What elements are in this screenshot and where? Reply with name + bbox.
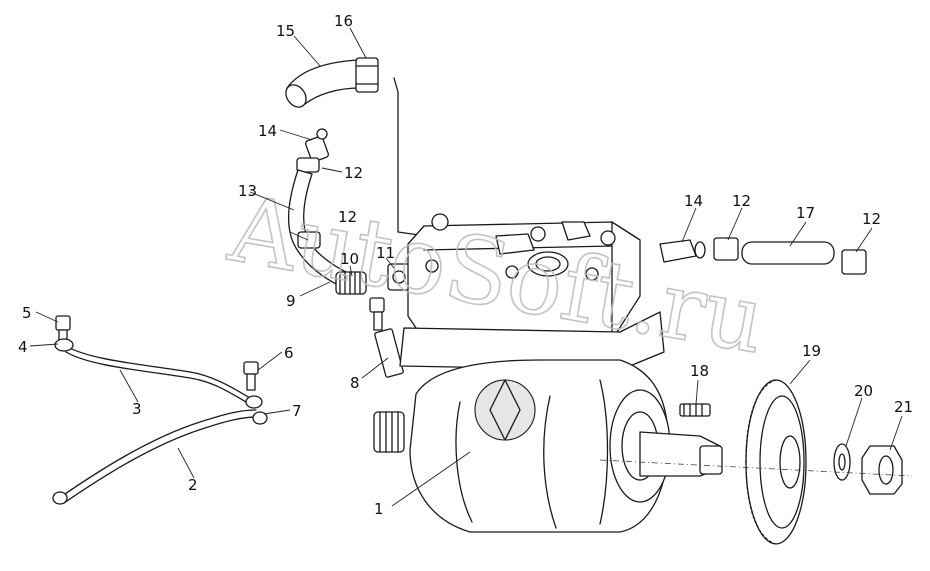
part-12-clamp-mid [713, 237, 739, 261]
callout-3: 3 [132, 400, 142, 418]
callout-7: 7 [292, 402, 302, 420]
part-8-connector [369, 297, 404, 378]
callout-17: 17 [796, 204, 815, 222]
callout-6: 6 [284, 344, 294, 362]
callout-labels: 1 2 3 4 5 6 7 8 9 10 11 12 12 13 14 15 1… [18, 12, 913, 518]
callout-9: 9 [286, 292, 296, 310]
shaft-axis-line [599, 459, 913, 477]
callout-14-right: 14 [684, 192, 703, 210]
callout-20: 20 [854, 382, 873, 400]
callout-5: 5 [22, 304, 32, 322]
part-12-clamp-lower [297, 231, 321, 249]
part-4-washer [54, 338, 74, 352]
callout-15: 15 [276, 22, 295, 40]
cylinder-head [399, 213, 665, 371]
part-16-clamp [355, 57, 379, 93]
callout-2: 2 [188, 476, 198, 494]
part-14-fitting-left [304, 128, 330, 163]
part-15-hose [285, 59, 361, 108]
part-19-gear [745, 379, 807, 545]
crankshaft-stub [639, 431, 723, 477]
part-6-bolt [243, 361, 259, 391]
callout-19: 19 [802, 342, 821, 360]
leader-lines [29, 27, 903, 507]
callout-13: 13 [238, 182, 257, 200]
callout-16: 16 [334, 12, 353, 30]
part-5-bolt [55, 315, 71, 341]
part-17-tube [741, 241, 835, 265]
callout-12-right: 12 [862, 210, 881, 228]
part-18-bolt [679, 403, 711, 417]
part-21-nut [861, 445, 903, 495]
part-3-pipe [65, 345, 251, 403]
callout-8: 8 [350, 374, 360, 392]
callout-18: 18 [690, 362, 709, 380]
callout-4: 4 [18, 338, 28, 356]
part-7-fitting [245, 395, 268, 425]
callout-11: 11 [376, 244, 395, 262]
part-12-clamp-upper [296, 157, 320, 173]
part-2-pipe [52, 409, 259, 505]
part-1-compressor-body [373, 359, 671, 533]
part-11-banjo [387, 263, 411, 291]
callout-10: 10 [340, 250, 359, 268]
callout-21: 21 [894, 398, 913, 416]
callout-14-left: 14 [258, 122, 277, 140]
part-20-washer [833, 443, 851, 481]
callout-12-left-lower: 12 [338, 208, 357, 226]
callout-12-left-upper: 12 [344, 164, 363, 182]
callout-1: 1 [374, 500, 384, 518]
callout-12-mid: 12 [732, 192, 751, 210]
part-10-spring-hose [335, 271, 367, 295]
part-12-clamp-right [841, 249, 867, 275]
part-14-fitting-right [659, 239, 706, 263]
